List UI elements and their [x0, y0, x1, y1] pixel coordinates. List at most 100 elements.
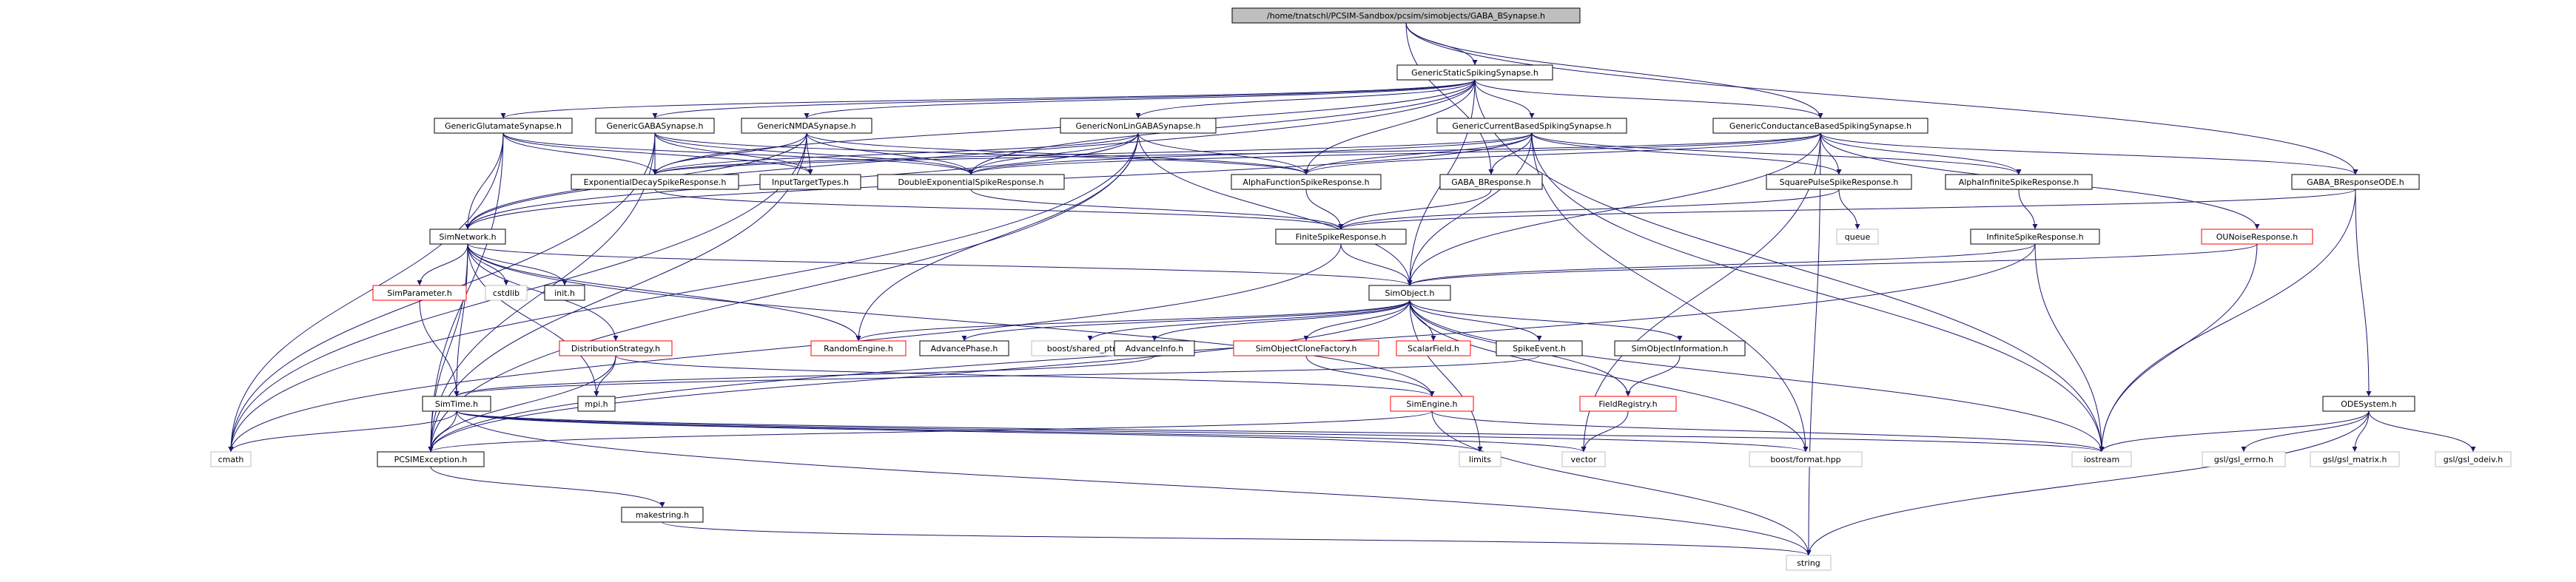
- node-spikeevent-label: SpikeEvent.h: [1513, 344, 1566, 353]
- node-inputtarget[interactable]: InputTargetTypes.h: [759, 174, 861, 190]
- node-diststrat[interactable]: DistributionStrategy.h: [559, 340, 673, 356]
- edge-odesys-to-string: [1806, 410, 2370, 556]
- node-gslerrno: gsl/gsl_errno.h: [2202, 451, 2286, 467]
- edge-gcb-to-alphafunc: [1303, 132, 1533, 175]
- edge-nmda-to-expdecay: [652, 132, 807, 175]
- node-advphase[interactable]: AdvancePhase.h: [919, 340, 1009, 356]
- node-fieldreg[interactable]: FieldRegistry.h: [1579, 396, 1677, 412]
- edge-gcb-to-iostream: [1531, 132, 2105, 453]
- node-simengine[interactable]: SimEngine.h: [1390, 396, 1474, 412]
- node-gslmatrix-label: gsl/gsl_matrix.h: [2322, 455, 2387, 464]
- node-odesys[interactable]: ODESystem.h: [2322, 396, 2415, 412]
- node-nmda-box: [741, 118, 872, 134]
- node-mpi-label: mpi.h: [585, 399, 608, 409]
- node-simobject-box: [1368, 285, 1451, 301]
- edge-expdecay-to-finite: [654, 189, 1344, 230]
- edge-gcond-to-simobject: [1407, 132, 1821, 286]
- node-vector-box: [1561, 451, 1606, 467]
- edge-glu-to-expdecay: [502, 132, 658, 175]
- node-expdecay[interactable]: ExponentialDecaySpikeResponse.h: [571, 174, 739, 190]
- edge-simobject-to-sharedptr: [1087, 300, 1410, 342]
- node-gababode-box: [2291, 174, 2420, 190]
- edge-gss-to-gcond: [1474, 79, 1823, 119]
- node-clonefac-box: [1233, 340, 1379, 356]
- edge-gss-to-glu: [500, 79, 1476, 119]
- node-expdecay-box: [571, 174, 739, 190]
- node-simobject[interactable]: SimObject.h: [1368, 285, 1451, 301]
- node-spikeevent[interactable]: SpikeEvent.h: [1496, 340, 1583, 356]
- node-gcond-box: [1712, 118, 1928, 134]
- node-nonlin[interactable]: GenericNonLinGABASynapse.h: [1060, 118, 1217, 134]
- edge-odesys-to-gslerrno: [2241, 410, 2370, 453]
- node-simparam-box: [372, 285, 467, 301]
- edge-gss-to-doubleexp: [968, 79, 1476, 175]
- node-iostream-label: iostream: [2084, 455, 2119, 464]
- edge-glu-to-inputtarget: [502, 132, 813, 175]
- node-makestring[interactable]: makestring.h: [621, 507, 704, 523]
- edge-simtime-to-vector: [456, 410, 1587, 453]
- edge-makestring-to-string: [662, 521, 1812, 556]
- node-pcsimexc[interactable]: PCSIMException.h: [377, 451, 485, 467]
- node-vector-label: vector: [1571, 455, 1597, 464]
- node-cmath-box: [210, 451, 252, 467]
- node-gababode[interactable]: GABA_BResponseODE.h: [2291, 174, 2420, 190]
- node-pcsimexc-box: [377, 451, 485, 467]
- node-boostformat: boost/format.hpp: [1749, 451, 1863, 467]
- edge-gss-to-nonlin: [1135, 79, 1476, 119]
- node-glu[interactable]: GenericGlutamateSynapse.h: [434, 118, 573, 134]
- node-advinfo[interactable]: AdvanceInfo.h: [1114, 340, 1195, 356]
- edge-gababresp-to-finite: [1338, 189, 1492, 230]
- node-infinite[interactable]: InfiniteSpikeResponse.h: [1970, 229, 2100, 245]
- edge-simnetwork-to-simengine: [467, 243, 1435, 397]
- node-gcb[interactable]: GenericCurrentBasedSpikingSynapse.h: [1436, 118, 1627, 134]
- edge-gcond-to-doubleexp: [968, 132, 1821, 175]
- node-inth[interactable]: init.h: [544, 285, 585, 301]
- node-gss[interactable]: GenericStaticSpikingSynapse.h: [1396, 64, 1553, 81]
- node-gcond[interactable]: GenericConductanceBasedSpikingSynapse.h: [1712, 118, 1928, 134]
- node-diststrat-label: DistributionStrategy.h: [571, 344, 660, 353]
- edge-simobject-to-spikeevent: [1409, 300, 1542, 342]
- node-finite[interactable]: FiniteSpikeResponse.h: [1275, 229, 1407, 245]
- node-nmda-label: GenericNMDASynapse.h: [757, 121, 855, 131]
- node-iostream: iostream: [2071, 451, 2132, 467]
- node-inputtarget-label: InputTargetTypes.h: [772, 177, 849, 187]
- node-ounoise-label: OUNoiseResponse.h: [2216, 232, 2298, 242]
- node-cstdlib: cstdlib: [485, 285, 528, 301]
- node-simparam[interactable]: SimParameter.h: [372, 285, 467, 301]
- node-gababresp[interactable]: GABA_BResponse.h: [1439, 174, 1543, 190]
- edge-pcsimexc-to-makestring: [430, 466, 665, 508]
- edge-simnetwork-to-simparam: [417, 243, 468, 286]
- node-advphase-box: [919, 340, 1009, 356]
- node-scalarfield[interactable]: ScalarField.h: [1396, 340, 1471, 356]
- edge-alphainf-to-infinite: [2018, 189, 2038, 230]
- node-soinfo[interactable]: SimObjectInformation.h: [1614, 340, 1746, 356]
- node-randeng-box: [810, 340, 907, 356]
- edge-glu-to-simnetwork: [465, 132, 504, 230]
- edge-diststrat-to-mpi: [593, 355, 616, 397]
- edge-simtime-to-pcsimexc: [428, 410, 457, 453]
- node-nmda[interactable]: GenericNMDASynapse.h: [741, 118, 872, 134]
- node-alphainf[interactable]: AlphaInfiniteSpikeResponse.h: [1945, 174, 2093, 190]
- node-randeng[interactable]: RandomEngine.h: [810, 340, 907, 356]
- edge-glu-to-pcsimexc: [428, 132, 504, 453]
- node-ounoise[interactable]: OUNoiseResponse.h: [2201, 229, 2313, 245]
- node-mpi[interactable]: mpi.h: [577, 396, 616, 412]
- edge-simnetwork-to-randeng: [467, 243, 861, 342]
- edge-gss-to-simnetwork: [465, 79, 1476, 230]
- node-gaba[interactable]: GenericGABASynapse.h: [595, 118, 715, 134]
- node-root-box: [1231, 7, 1581, 24]
- edge-gcond-to-squarepulse: [1820, 132, 1842, 175]
- edge-simobject-to-soinfo: [1409, 300, 1683, 342]
- node-root[interactable]: /home/tnatschl/PCSIM-Sandbox/pcsim/simob…: [1231, 7, 1581, 24]
- node-doubleexp-label: DoubleExponentialSpikeResponse.h: [898, 177, 1043, 187]
- node-clonefac[interactable]: SimObjectCloneFactory.h: [1233, 340, 1379, 356]
- node-simnetwork[interactable]: SimNetwork.h: [429, 229, 506, 245]
- node-glu-box: [434, 118, 573, 134]
- node-alphafunc[interactable]: AlphaFunctionSpikeResponse.h: [1231, 174, 1382, 190]
- node-simtime[interactable]: SimTime.h: [422, 396, 491, 412]
- node-queue-box: [1836, 229, 1879, 245]
- edge-gcb-to-gababresp: [1488, 132, 1533, 175]
- node-doubleexp[interactable]: DoubleExponentialSpikeResponse.h: [877, 174, 1065, 190]
- node-squarepulse[interactable]: SquarePulseSpikeResponse.h: [1766, 174, 1912, 190]
